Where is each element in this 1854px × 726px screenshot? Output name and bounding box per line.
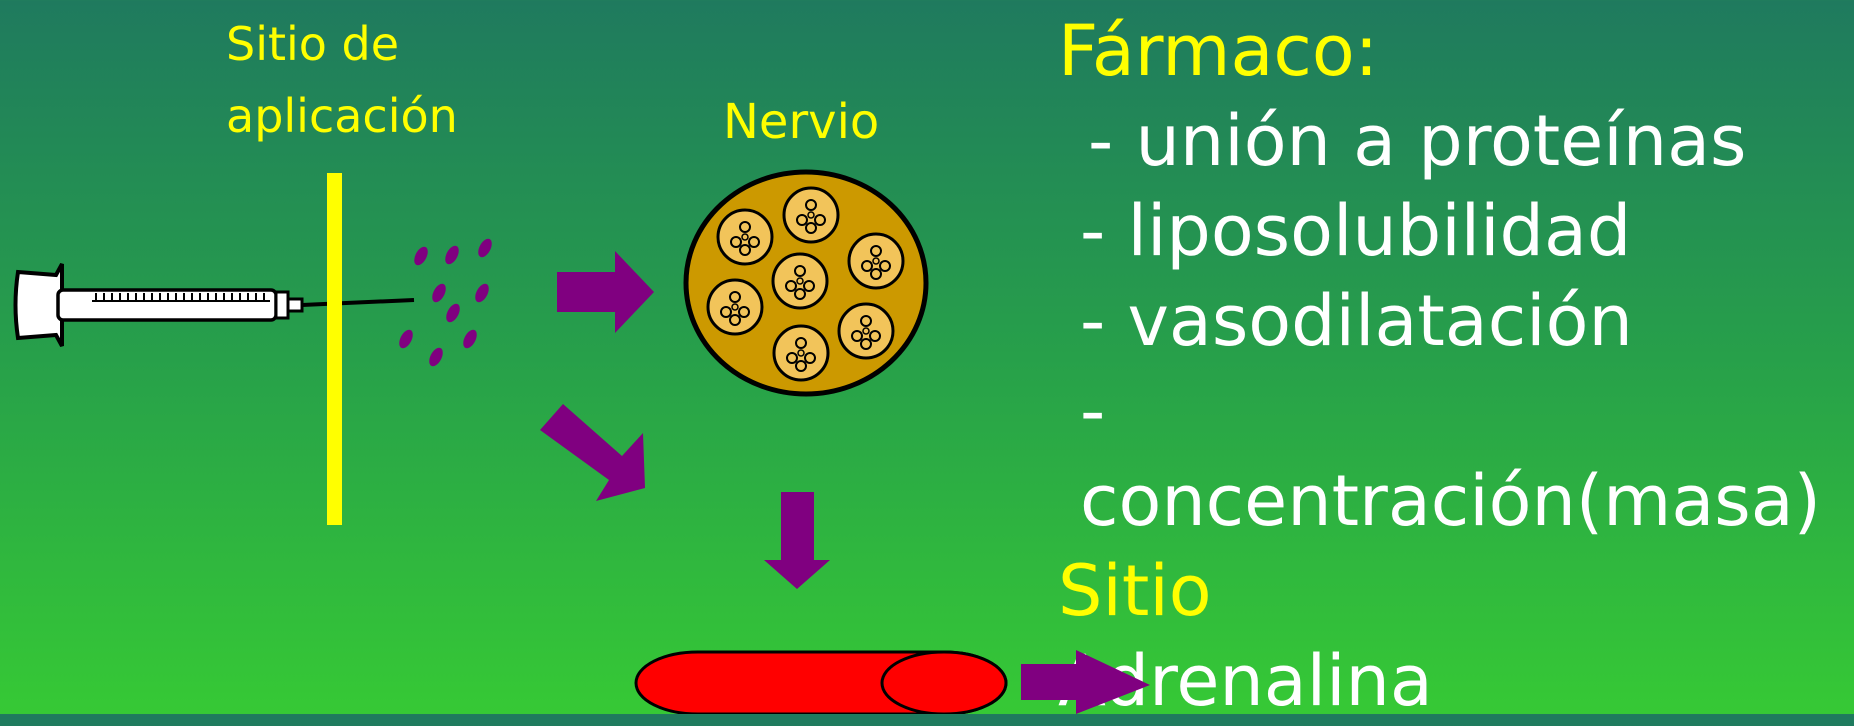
arrow-down-to-vessel bbox=[764, 492, 830, 589]
nerve-fascicle bbox=[849, 234, 903, 288]
nerve-fascicle bbox=[773, 254, 827, 308]
arrow-diagonal-down bbox=[540, 404, 645, 501]
arrow-right-to-nerve bbox=[557, 251, 654, 333]
nerve-fascicle bbox=[708, 280, 762, 334]
syringe-icon bbox=[16, 264, 415, 346]
nerve-fascicle bbox=[718, 210, 772, 264]
nerve-fascicle bbox=[774, 326, 828, 380]
nerve-fascicle bbox=[784, 188, 838, 242]
blood-vessel bbox=[636, 652, 1006, 714]
application-site-barrier bbox=[327, 173, 342, 525]
nerve-cross-section bbox=[686, 172, 926, 394]
drug-droplets bbox=[396, 237, 494, 369]
arrow-right-out-of-vessel bbox=[1021, 650, 1150, 714]
nerve-fascicle bbox=[839, 304, 893, 358]
